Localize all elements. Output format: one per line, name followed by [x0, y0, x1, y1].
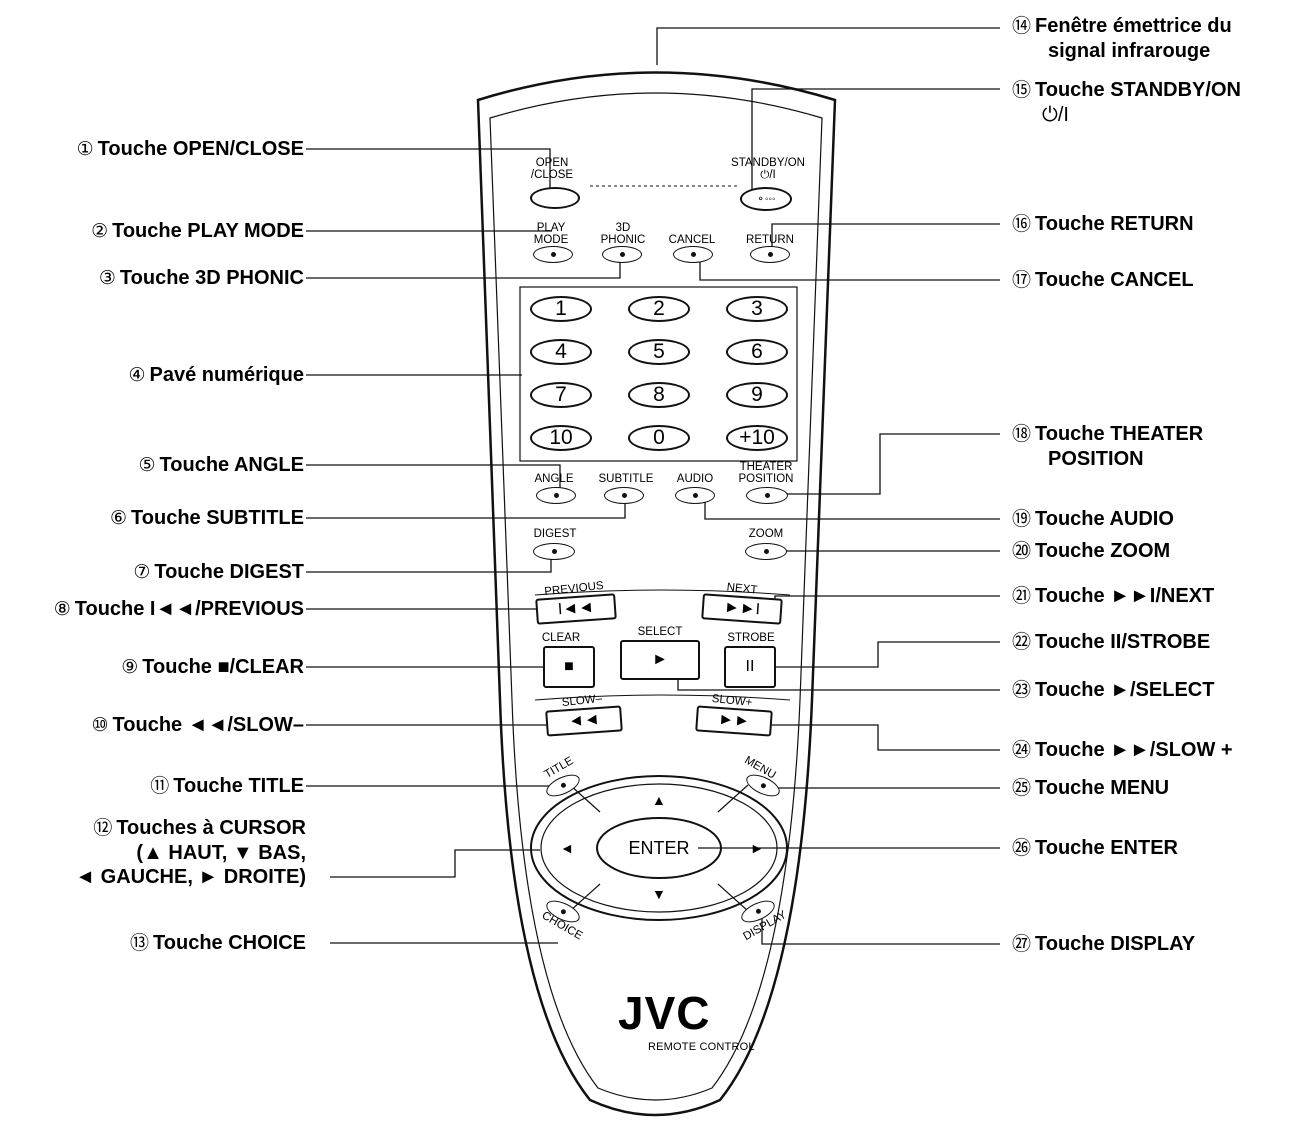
- play-mode-button[interactable]: [533, 246, 573, 263]
- standby-on-label: STANDBY/ON ⏻/I: [731, 157, 805, 181]
- digit-7-button[interactable]: 7: [530, 382, 592, 408]
- jvc-logo: JVC: [618, 987, 711, 1039]
- digest-button[interactable]: [533, 543, 575, 560]
- digit-5-button[interactable]: 5: [628, 339, 690, 365]
- cancel-label: CANCEL: [668, 234, 716, 246]
- cursor-down-button[interactable]: ▼: [652, 886, 666, 902]
- select-label: SELECT: [637, 626, 683, 638]
- clear-label: CLEAR: [541, 632, 581, 644]
- keypad-frame: [519, 286, 798, 462]
- slow-plus-button[interactable]: ►►: [695, 705, 773, 737]
- theater-position-button[interactable]: [746, 487, 788, 504]
- digit-6-button[interactable]: 6: [726, 339, 788, 365]
- digit-10-button[interactable]: 10: [530, 425, 592, 451]
- slow-minus-button[interactable]: ◄◄: [545, 705, 623, 737]
- theater-position-label: THEATER POSITION: [738, 461, 794, 485]
- digit-9-button[interactable]: 9: [726, 382, 788, 408]
- standby-on-button[interactable]: ⚬◦◦◦: [740, 187, 792, 211]
- digit-plus10-button[interactable]: +10: [726, 425, 788, 451]
- enter-button[interactable]: ENTER: [628, 838, 690, 858]
- return-button[interactable]: [750, 246, 790, 263]
- audio-label: AUDIO: [676, 473, 714, 485]
- strobe-button[interactable]: II: [724, 646, 776, 688]
- subtitle-button[interactable]: [604, 487, 644, 504]
- digit-8-button[interactable]: 8: [628, 382, 690, 408]
- digit-4-button[interactable]: 4: [530, 339, 592, 365]
- zoom-button[interactable]: [745, 543, 787, 560]
- return-label: RETURN: [746, 234, 794, 246]
- zoom-label: ZOOM: [748, 528, 784, 540]
- open-close-label: OPEN /CLOSE: [530, 157, 574, 181]
- digit-1-button[interactable]: 1: [530, 296, 592, 322]
- digit-2-button[interactable]: 2: [628, 296, 690, 322]
- audio-button[interactable]: [675, 487, 715, 504]
- next-button[interactable]: ►►I: [701, 593, 783, 625]
- digest-label: DIGEST: [533, 528, 577, 540]
- clear-button[interactable]: ■: [543, 646, 595, 688]
- cursor-up-button[interactable]: ▲: [652, 792, 666, 808]
- remote-body-inner: [489, 92, 823, 1101]
- angle-button[interactable]: [536, 487, 576, 504]
- strobe-label: STROBE: [727, 632, 775, 644]
- select-button[interactable]: ►: [620, 640, 700, 680]
- play-mode-label: PLAY MODE: [533, 222, 569, 246]
- previous-button[interactable]: I◄◄: [535, 593, 617, 625]
- digit-3-button[interactable]: 3: [726, 296, 788, 322]
- cursor-left-button[interactable]: ◄: [560, 840, 574, 856]
- 3d-phonic-label: 3D PHONIC: [600, 222, 646, 246]
- 3d-phonic-button[interactable]: [602, 246, 642, 263]
- remote-control-label: REMOTE CONTROL: [648, 1041, 755, 1053]
- cancel-button[interactable]: [673, 246, 713, 263]
- digit-0-button[interactable]: 0: [628, 425, 690, 451]
- open-close-button[interactable]: [530, 187, 580, 209]
- angle-label: ANGLE: [534, 473, 574, 485]
- subtitle-label: SUBTITLE: [598, 473, 654, 485]
- cursor-right-button[interactable]: ►: [750, 840, 764, 856]
